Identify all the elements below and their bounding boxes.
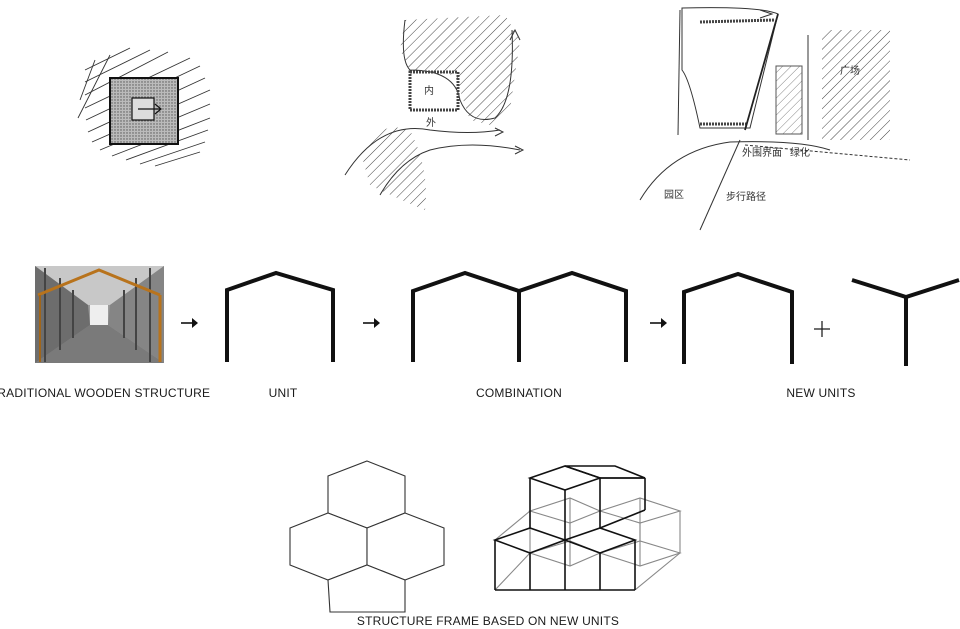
label-traditional-wooden-structure: TRADITIONAL WOODEN STRUCTURE: [0, 386, 211, 400]
new-unit-y-shape: [851, 278, 960, 366]
sketch-path-text: 步行路径: [726, 190, 766, 203]
sketch-outer-text: 外: [426, 117, 436, 129]
new-unit-arch-shape: [682, 271, 794, 364]
traditional-wooden-corridor-photo: [35, 266, 164, 363]
label-unit: UNIT: [268, 386, 298, 400]
sketch-park-text: 园区: [664, 189, 684, 201]
sketch-facade-text: 外围界面: [742, 147, 782, 159]
label-combination: COMBINATION: [476, 386, 562, 400]
plus-icon: [814, 321, 830, 337]
arrow-1-icon: [181, 318, 198, 328]
arrow-2-icon: [363, 318, 380, 328]
sketch-plaza-text: 广场: [840, 64, 860, 77]
sketch-green-text: 绿化: [790, 146, 810, 159]
hexagon-tiling-plan: [289, 460, 445, 613]
label-new-units: NEW UNITS: [786, 386, 856, 400]
sketch-1-square-courtyard: [77, 47, 211, 167]
sketch-2-inside-outside: 内 外: [344, 15, 525, 210]
sketch-inner-text: 内: [424, 84, 434, 97]
label-structure-frame: STRUCTURE FRAME BASED ON NEW UNITS: [356, 614, 620, 628]
arrow-3-icon: [650, 318, 667, 328]
structure-frame-3d: [492, 465, 682, 591]
sketch-3-site-plan: 广场 外围界面 绿化 园区 步行路径: [639, 7, 911, 231]
unit-frame-shape: [225, 270, 335, 362]
